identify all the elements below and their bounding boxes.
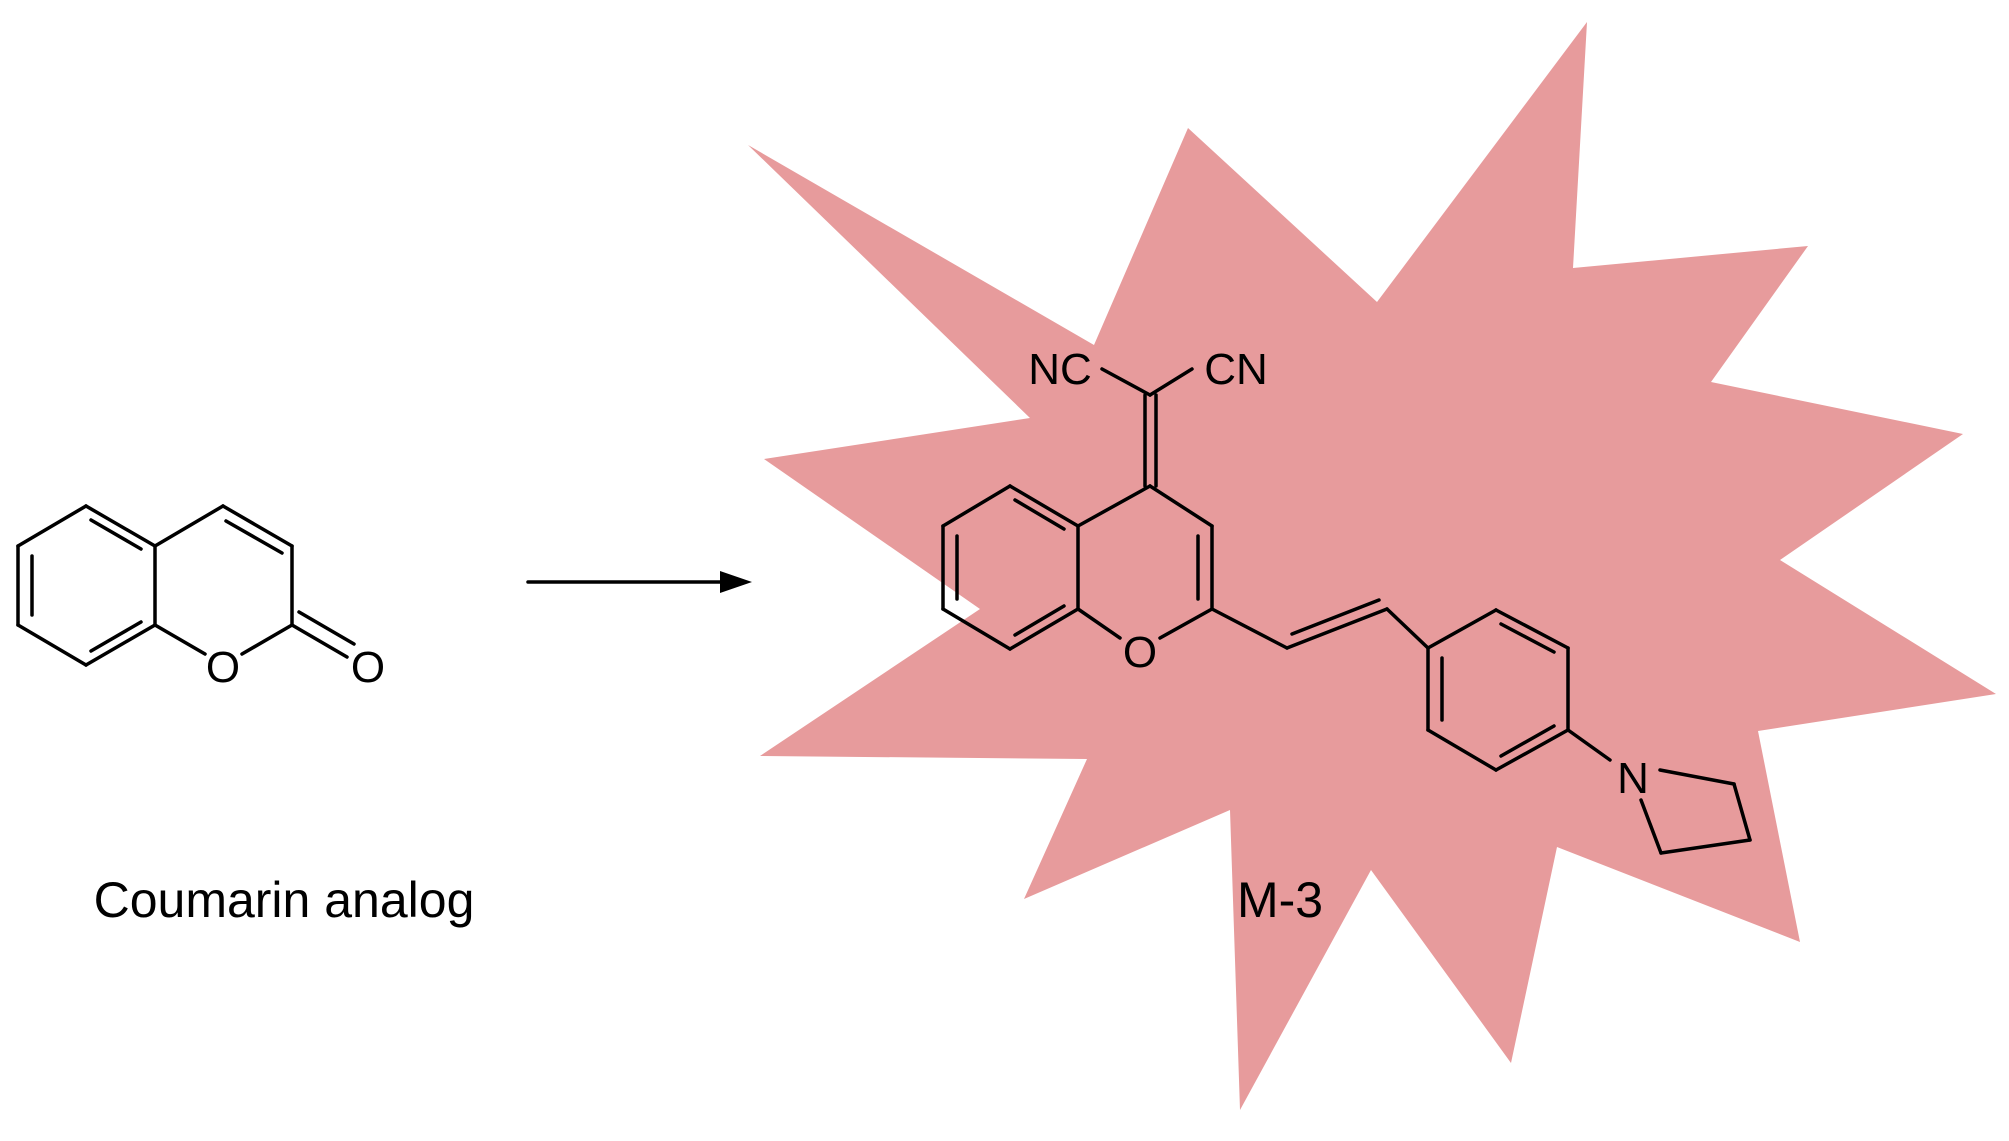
reactant-caption: Coumarin analog bbox=[94, 872, 475, 928]
m3-nitrile-right-label: CN bbox=[1204, 345, 1268, 394]
m3-structure bbox=[941, 367, 1752, 855]
product-caption: M-3 bbox=[1237, 872, 1323, 928]
coumarin-ring-oxygen-label: O bbox=[206, 643, 240, 692]
coumarin-carbonyl-oxygen-label: O bbox=[351, 643, 385, 692]
m3-amine-nitrogen-label: N bbox=[1617, 754, 1649, 803]
coumarin-structure bbox=[16, 504, 356, 667]
right-arrow-icon bbox=[526, 571, 752, 593]
m3-nitrile-left-label: NC bbox=[1028, 345, 1092, 394]
m3-ring-oxygen-label: O bbox=[1123, 628, 1157, 677]
starburst-highlight bbox=[748, 22, 1996, 1110]
